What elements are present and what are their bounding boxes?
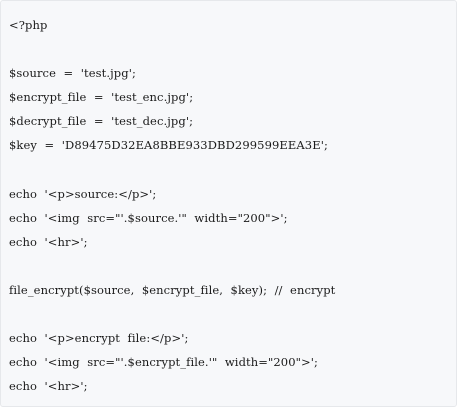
code-lines: <?php $source = 'test.jpg'; $encrypt_fil… (9, 13, 335, 399)
code-line: echo '<hr>'; (9, 234, 88, 249)
code-line: $decrypt_file = 'test_dec.jpg'; (9, 114, 194, 129)
code-line: <?php (9, 18, 48, 32)
code-line: file_encrypt($source, $encrypt_file, $ke… (9, 283, 336, 298)
code-line: echo '<img src="'.$source.'" width="200"… (9, 210, 288, 225)
code-line (9, 254, 335, 278)
code-line: $encrypt_file = 'test_enc.jpg'; (9, 90, 194, 105)
code-line: echo '<hr>'; (9, 379, 88, 394)
code-line (9, 302, 335, 326)
code-line: echo '<p>source:</p>'; (9, 186, 157, 201)
code-line: $source = 'test.jpg'; (9, 66, 136, 81)
code-line: echo '<p>encrypt file:</p>'; (9, 331, 189, 346)
code-line (9, 37, 335, 61)
code-line: echo '<img src="'.$encrypt_file.'" width… (9, 355, 319, 370)
code-line: $key = 'D89475D32EA8BBE933DBD299599EEA3E… (9, 138, 328, 153)
code-line (9, 158, 335, 182)
